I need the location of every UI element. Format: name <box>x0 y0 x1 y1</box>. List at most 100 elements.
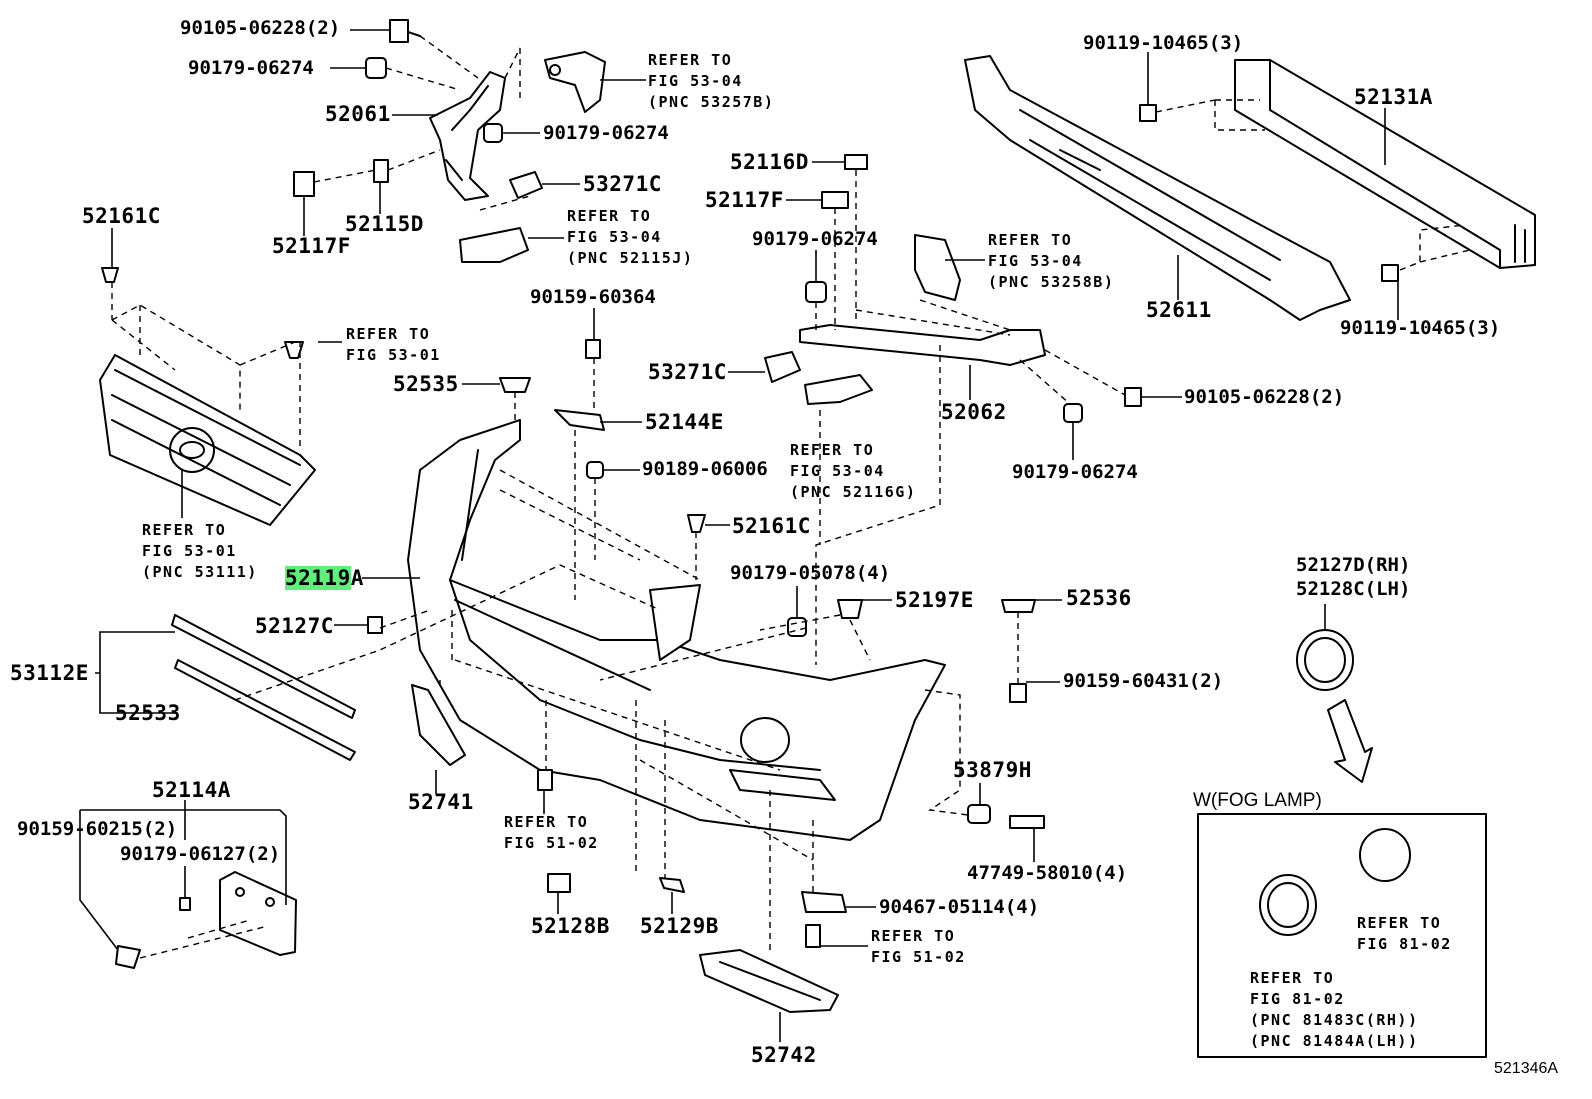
clip-icon-53271c-mid <box>764 351 801 383</box>
ref-note-81-02-right: REFER TO FIG 81-02 <box>1357 913 1452 955</box>
bracket-52115j <box>459 227 529 263</box>
ref-line: (PNC 53111) <box>142 563 258 581</box>
ref-line: REFER TO <box>142 521 227 539</box>
label-90119-10465-bot[interactable]: 90119-10465(3) <box>1340 317 1501 339</box>
label-52197e[interactable]: 52197E <box>895 588 974 612</box>
ref-line: FIG 51-02 <box>504 834 599 852</box>
label-90189-06006[interactable]: 90189-06006 <box>642 458 768 480</box>
fog-lamp-box-title: W(FOG LAMP) <box>1193 790 1322 811</box>
fastener-icons <box>179 104 1399 948</box>
label-52061[interactable]: 52061 <box>325 102 391 126</box>
license-bracket-52114a <box>219 871 297 956</box>
clip-icon-52161c-left <box>101 267 119 283</box>
upper-bracket-52061 <box>429 71 506 201</box>
label-52611[interactable]: 52611 <box>1146 298 1212 322</box>
ref-line: REFER TO <box>1357 914 1442 932</box>
label-90105-06228-top[interactable]: 90105-06228(2) <box>180 17 341 39</box>
ref-line: FIG 53-01 <box>346 346 441 364</box>
ref-line: REFER TO <box>504 813 589 831</box>
label-90179-06127[interactable]: 90179-06127(2) <box>120 843 281 865</box>
clip-icon-53271c-top <box>509 171 543 199</box>
fog-lamp-box <box>1197 813 1487 1058</box>
label-52127d[interactable]: 52127D(RH) <box>1296 554 1411 576</box>
label-52117f-left[interactable]: 52117F <box>272 234 351 258</box>
label-90179-06274-d[interactable]: 90179-06274 <box>1012 461 1138 483</box>
label-52117f-mid[interactable]: 52117F <box>705 188 784 212</box>
ref-line: REFER TO <box>988 231 1073 249</box>
label-53271c-top[interactable]: 53271C <box>583 172 662 196</box>
clip-icon-52117f-left <box>293 171 315 197</box>
ref-line: REFER TO <box>567 207 652 225</box>
ref-line: FIG 53-01 <box>142 542 237 560</box>
ref-line: (PNC 52115J) <box>567 249 694 267</box>
label-52535[interactable]: 52535 <box>393 372 459 396</box>
label-53271c-mid[interactable]: 53271C <box>648 360 727 384</box>
label-47749-58010[interactable]: 47749-58010(4) <box>967 862 1128 884</box>
ref-line: REFER TO <box>648 51 733 69</box>
ref-line: FIG 81-02 <box>1250 990 1345 1008</box>
bolt-icon-top <box>389 19 421 43</box>
bracket-53257b <box>544 51 606 113</box>
figure-id: 521346A <box>1494 1060 1559 1077</box>
label-52742[interactable]: 52742 <box>751 1043 817 1067</box>
label-90159-60364[interactable]: 90159-60364 <box>530 286 656 308</box>
ref-line: FIG 51-02 <box>871 948 966 966</box>
moulding-52533 <box>174 659 356 761</box>
label-52119-suffix: A <box>350 566 364 590</box>
ref-line: REFER TO <box>790 441 875 459</box>
ref-note-81-02-left: REFER TO FIG 81-02 (PNC 81483C(RH)) (PNC… <box>1250 968 1419 1052</box>
label-90159-60215[interactable]: 90159-60215(2) <box>17 818 178 840</box>
label-52116d[interactable]: 52116D <box>730 150 809 174</box>
label-90105-06228-right[interactable]: 90105-06228(2) <box>1184 386 1345 408</box>
label-52114a[interactable]: 52114A <box>152 778 231 802</box>
label-90119-10465-top[interactable]: 90119-10465(3) <box>1083 32 1244 54</box>
label-52161c-mid[interactable]: 52161C <box>732 514 811 538</box>
fog-lamp-box-right <box>1359 828 1411 882</box>
label-90179-06274-c[interactable]: 90179-06274 <box>752 228 878 250</box>
label-52161c-left[interactable]: 52161C <box>82 204 161 228</box>
clip-icon-52117f-mid <box>821 191 849 209</box>
ref-line: FIG 81-02 <box>1357 935 1452 953</box>
ref-line: FIG 53-04 <box>567 228 662 246</box>
label-52536[interactable]: 52536 <box>1066 586 1132 610</box>
nut-icon-b <box>483 123 503 143</box>
label-52128c[interactable]: 52128C(LH) <box>1296 578 1411 600</box>
bracket-52116g <box>804 374 873 405</box>
label-52119-highlight: 52119 <box>285 566 351 590</box>
ref-line: FIG 53-04 <box>648 72 743 90</box>
label-52533[interactable]: 52533 <box>115 701 181 725</box>
label-90179-06274-b[interactable]: 90179-06274 <box>543 122 669 144</box>
fog-lamp-box-left <box>1259 874 1317 936</box>
bumper-cover-52119a <box>407 419 946 841</box>
absorber-52611 <box>964 55 1351 321</box>
label-90467-05114[interactable]: 90467-05114(4) <box>879 896 1040 918</box>
label-90179-05078[interactable]: 90179-05078(4) <box>730 562 891 584</box>
label-52144e[interactable]: 52144E <box>645 410 724 434</box>
ref-line: REFER TO <box>871 927 956 945</box>
label-90159-60431[interactable]: 90159-60431(2) <box>1063 670 1224 692</box>
clip-icon-grille <box>284 341 304 359</box>
ref-note-52115j: REFER TO FIG 53-04 (PNC 52115J) <box>567 206 693 269</box>
label-52741[interactable]: 52741 <box>408 790 474 814</box>
leader-lines <box>79 29 1399 1042</box>
ref-line: REFER TO <box>346 325 431 343</box>
ref-note-51-02-left: REFER TO FIG 51-02 <box>504 812 599 854</box>
nut-icon-top <box>365 57 387 79</box>
label-52119a[interactable]: 52119A <box>285 566 364 590</box>
label-52129b[interactable]: 52129B <box>640 914 719 938</box>
label-52128b[interactable]: 52128B <box>531 914 610 938</box>
label-52131a[interactable]: 52131A <box>1354 85 1433 109</box>
ref-note-51-02-right: REFER TO FIG 51-02 <box>871 926 966 968</box>
clip-icon-52116d <box>844 154 868 170</box>
bolt-icon-52114a <box>115 945 141 969</box>
arrow-down-icon <box>1327 699 1373 783</box>
label-53112e[interactable]: 53112E <box>10 661 89 685</box>
label-53879h[interactable]: 53879H <box>953 758 1032 782</box>
label-52127c[interactable]: 52127C <box>255 614 334 638</box>
retainer-52062 <box>799 324 1046 366</box>
label-52062[interactable]: 52062 <box>941 400 1007 424</box>
label-90179-06274-a[interactable]: 90179-06274 <box>188 57 314 79</box>
label-52115d[interactable]: 52115D <box>345 212 424 236</box>
ref-line: (PNC 81483C(RH)) <box>1250 1011 1419 1029</box>
